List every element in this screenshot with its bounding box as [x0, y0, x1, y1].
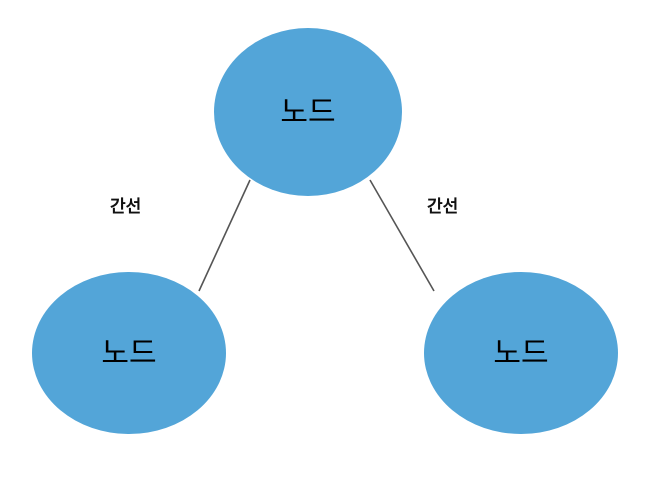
node-label-top: 노드 [280, 95, 336, 130]
graph-node-bottom-left[interactable]: 노드 [32, 272, 226, 434]
graph-node-bottom-right[interactable]: 노드 [424, 272, 618, 434]
edge-label-right: 간선 [427, 197, 459, 217]
graph-node-top[interactable]: 노드 [214, 28, 402, 196]
edge-label-left: 간선 [110, 197, 142, 217]
edge-line-left[interactable] [198, 179, 251, 292]
node-label-bottom-left: 노드 [101, 336, 157, 371]
node-label-bottom-right: 노드 [493, 336, 549, 371]
edge-line-right[interactable] [369, 179, 435, 292]
